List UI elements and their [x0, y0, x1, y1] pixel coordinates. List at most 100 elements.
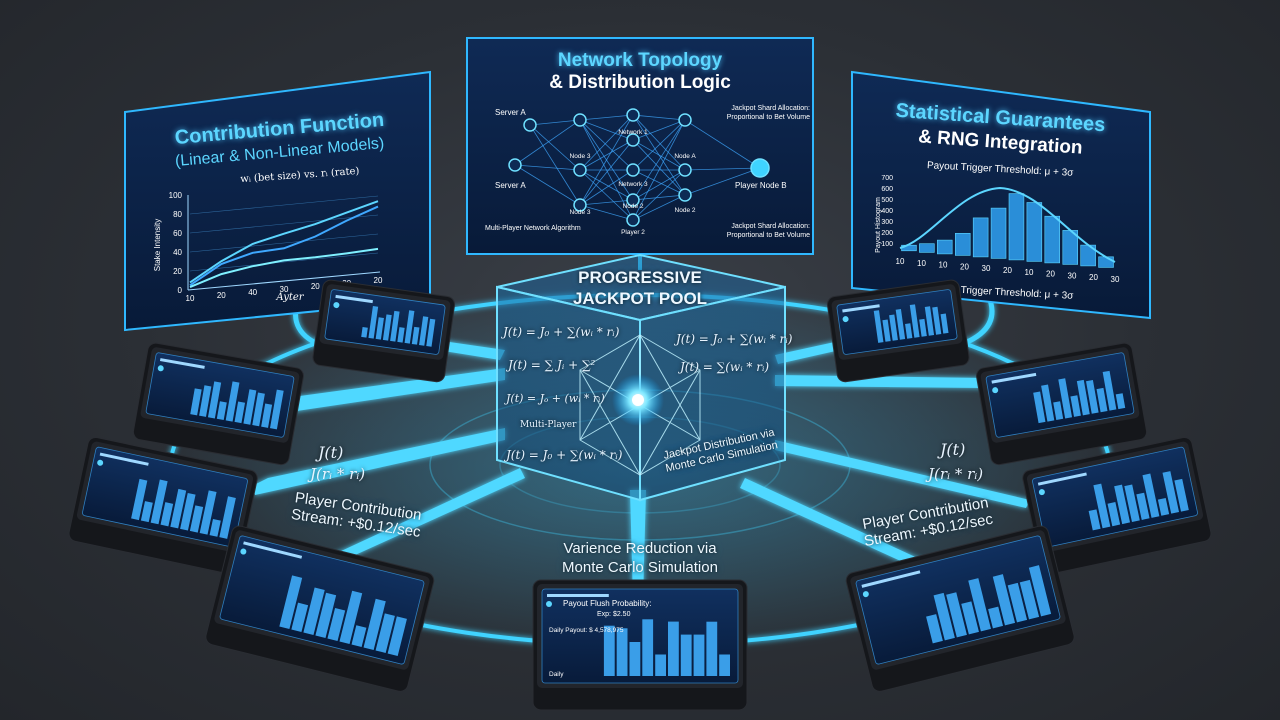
contribution-ytick: 40 — [173, 248, 182, 257]
shield-icon — [1038, 489, 1045, 496]
variance-line-1: Varience Reduction via — [563, 540, 717, 557]
tablet-bar — [1124, 484, 1140, 523]
network-edge — [684, 167, 761, 171]
tablet-bar — [1136, 492, 1150, 520]
tablet-left-middle[interactable] — [67, 436, 258, 576]
tablet-bar — [1070, 395, 1081, 417]
tablet-bar — [1115, 393, 1126, 410]
cube-title-1: PROGRESSIVE — [578, 268, 702, 287]
network-edge — [632, 139, 686, 171]
tablet-back-right[interactable] — [826, 279, 970, 383]
contribution-grid — [189, 195, 379, 272]
shield-icon — [333, 302, 340, 309]
tablet-back-left[interactable] — [312, 279, 456, 383]
tablet-left-upper[interactable] — [132, 342, 305, 466]
cube-title-2: JACKPOT POOL — [572, 289, 708, 308]
beam-right-mid — [775, 440, 1030, 508]
tablet-bar — [390, 310, 400, 342]
stats-xtick: 10 — [1025, 268, 1034, 277]
tablet-bar — [1114, 484, 1131, 525]
tablet-left-front[interactable] — [204, 524, 435, 693]
tablet-header-line — [243, 541, 303, 559]
beam-left-upper — [285, 368, 505, 412]
tablet-right-front[interactable] — [845, 524, 1076, 693]
tablet-right-middle[interactable] — [1021, 436, 1212, 576]
tablet-bar — [1142, 473, 1160, 518]
tablet-bar — [940, 313, 949, 334]
stats-bars — [901, 193, 1114, 268]
contribution-gridline — [189, 252, 379, 272]
tablet-footer-label: Daily — [549, 671, 564, 678]
shield-icon — [240, 548, 247, 555]
tablet-bar — [419, 316, 429, 346]
tablet-bar — [992, 574, 1016, 626]
tablet-bar — [199, 385, 212, 417]
tablet-right-upper[interactable] — [975, 342, 1148, 466]
tablet-bar — [924, 306, 935, 336]
cube-formula-right-1: J(t) = J₀ + ∑(wᵢ * rᵢ) — [676, 332, 793, 346]
floor-formula-left-2: J(rᵢ * rᵢ) — [310, 465, 366, 483]
contribution-ytick: 20 — [173, 267, 182, 276]
cube-formula-left-1: J(t) = J₀ + ∑(wᵢ * rᵢ) — [503, 325, 620, 339]
network-edge — [579, 139, 634, 206]
contribution-ytick: 80 — [173, 210, 182, 219]
tablet-bar — [243, 389, 257, 425]
stats-xtick: 20 — [1046, 270, 1055, 279]
network-edge — [579, 199, 634, 206]
tablet-bar — [1033, 391, 1046, 424]
tablet-bar — [397, 327, 405, 343]
tablet-bar — [160, 502, 174, 527]
shield-icon — [842, 316, 849, 323]
tablet-bar — [629, 642, 641, 676]
network-node — [626, 193, 640, 207]
contribution-ytick: 0 — [178, 286, 183, 295]
contribution-xtick: 10 — [186, 294, 195, 303]
tablet-bar — [1058, 378, 1073, 419]
tablet-bar — [882, 319, 891, 342]
tablet-bar — [1157, 497, 1170, 516]
tablet-front-center[interactable]: Payout Flush Probability:Exp: $2.50Daily… — [532, 579, 748, 711]
tablet-bar — [411, 326, 420, 345]
tablet-header-line — [842, 304, 880, 313]
contribution-xtick: 20 — [217, 291, 226, 300]
tablet-bar — [339, 590, 363, 644]
stats-xtick: 10 — [939, 261, 948, 270]
beam-right-upper — [775, 375, 985, 388]
network-edge — [632, 194, 686, 201]
contribution-lines — [189, 200, 379, 289]
tablet-bar — [279, 575, 303, 629]
shield-icon — [97, 459, 104, 466]
contribution-gridline — [189, 233, 379, 253]
network-node — [678, 113, 692, 127]
tablet-bar — [680, 634, 692, 676]
tablet-screen — [836, 289, 958, 355]
network-edge — [632, 119, 686, 141]
tablet-header-line — [99, 452, 149, 466]
tablet-bar — [189, 505, 204, 533]
network-title-2: & Distribution Logic — [549, 72, 731, 93]
cube-formula-left-3: J(t) = Jₒ + (wᵢ * rᵢ) — [506, 392, 605, 405]
tablet-header-line — [1037, 472, 1087, 486]
tablet-bar — [1076, 379, 1090, 416]
tablet-bar — [693, 634, 705, 676]
tablet-bar — [1107, 502, 1121, 527]
tablet-bar — [225, 381, 240, 422]
tablet-bar — [889, 314, 898, 341]
network-edge — [632, 169, 686, 201]
network-node — [573, 113, 587, 127]
tablet-payout-sub: Exp: $2.50 — [597, 611, 631, 618]
network-node — [523, 118, 537, 132]
tablet-bar — [933, 592, 955, 641]
tablet-bar — [946, 592, 967, 638]
beam-left-lower — [296, 468, 525, 580]
contribution-xtick: 20 — [374, 276, 383, 285]
contribution-panel: Contribution Function (Linear & Non-Line… — [124, 70, 431, 332]
tablet-bar — [926, 614, 943, 644]
jackpot-cube — [496, 253, 786, 502]
network-node-label: Network 3 — [618, 181, 648, 188]
tablet-bar — [382, 314, 392, 341]
stats-ytick: 200 — [881, 230, 893, 237]
tablet-bar — [351, 625, 367, 647]
